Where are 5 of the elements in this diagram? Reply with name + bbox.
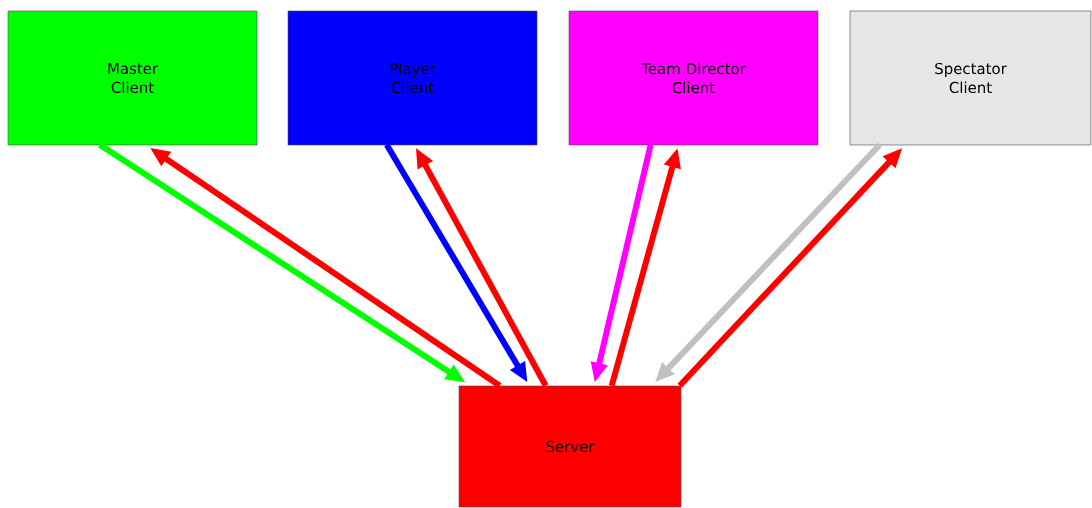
client-box: Master Client <box>7 10 258 146</box>
client-box: Server <box>458 385 682 508</box>
client-box: Team Director Client <box>568 10 819 146</box>
client-box: Player Client <box>287 10 538 146</box>
client-box: Spectator Client <box>849 10 1092 146</box>
